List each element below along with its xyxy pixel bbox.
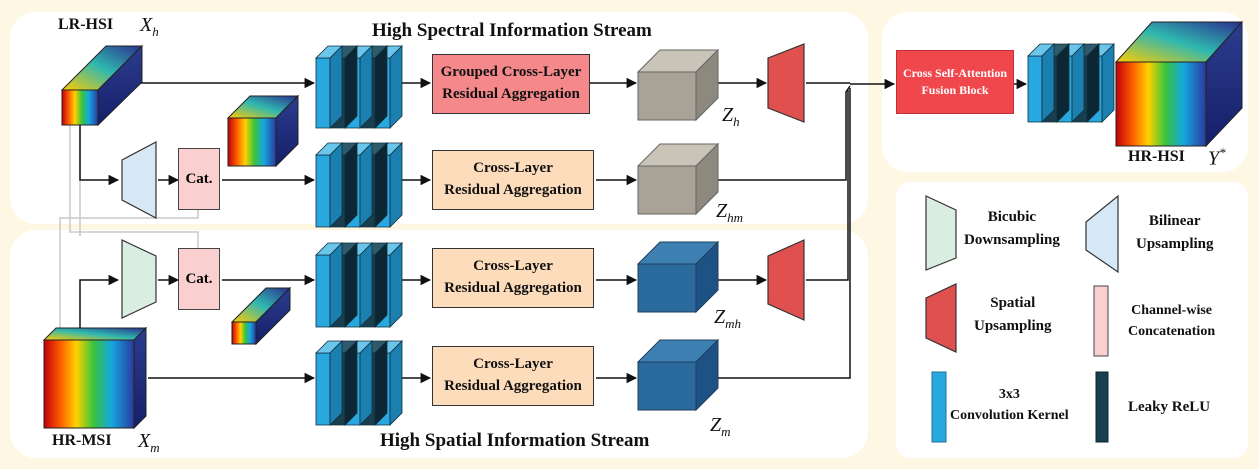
concat-block-spatial: Cat.	[178, 248, 220, 310]
stack-spectral-conv-slab-0-0	[315, 45, 343, 129]
feature-label-zhm: Zhm	[716, 200, 744, 225]
legend-bicubic-shape	[925, 195, 957, 271]
bilinear-upsampling-shape	[121, 141, 157, 219]
feature-label-zm: Zm	[710, 414, 731, 439]
concat-block-spectral: Cat.	[178, 148, 220, 210]
hr-hsi-label: HR-HSI	[1128, 148, 1185, 165]
feature-cube-zhm	[636, 142, 720, 216]
stack-mh-conv-slab-2-0	[315, 242, 343, 328]
legend-spatial-shape	[925, 283, 957, 353]
stack-fusion-conv-slab-4-0	[1027, 43, 1055, 123]
spectral-stream-title: High Spectral Information Stream	[372, 20, 652, 41]
conv-stacks	[315, 43, 1115, 426]
feature-cube-zh	[636, 48, 720, 122]
spatial-upsampling-shape-2	[767, 239, 805, 321]
feature-label-zmh: Zmh	[714, 306, 742, 331]
legend-relu-shape	[1095, 371, 1109, 443]
stack-m-conv-slab-3-0	[315, 340, 343, 426]
legend-bilinear-shape	[1085, 194, 1119, 274]
legend-conv-shape	[931, 371, 947, 443]
spatial-stream-title: High Spatial Information Stream	[380, 430, 650, 451]
downsampled-msi-cube	[230, 286, 292, 346]
lr-hsi-symbol: Xh	[140, 14, 159, 39]
feature-cube-zm	[636, 338, 720, 412]
upsampled-hsi-cube	[226, 94, 300, 168]
hr-msi-symbol: Xm	[138, 430, 160, 455]
hr-hsi-symbol: Y*	[1208, 145, 1226, 170]
lr-hsi-label: LR-HSI	[58, 16, 114, 33]
legend-concat-shape	[1093, 285, 1109, 357]
flow-arrows	[79, 77, 1114, 384]
stack-hm-conv-slab-1-0	[315, 142, 343, 228]
legend-relu-label: Leaky ReLU	[1128, 399, 1211, 415]
feature-label-zh: Zh	[722, 104, 740, 129]
lr-hsi-cube	[60, 44, 144, 127]
spatial-upsampling-shape-1	[767, 43, 805, 123]
hr-msi-cube	[42, 326, 148, 430]
hr-hsi-output-cube	[1114, 20, 1244, 148]
feature-cube-zmh	[636, 240, 720, 314]
bicubic-downsampling-shape	[121, 239, 157, 319]
hr-msi-label: HR-MSI	[52, 432, 112, 449]
